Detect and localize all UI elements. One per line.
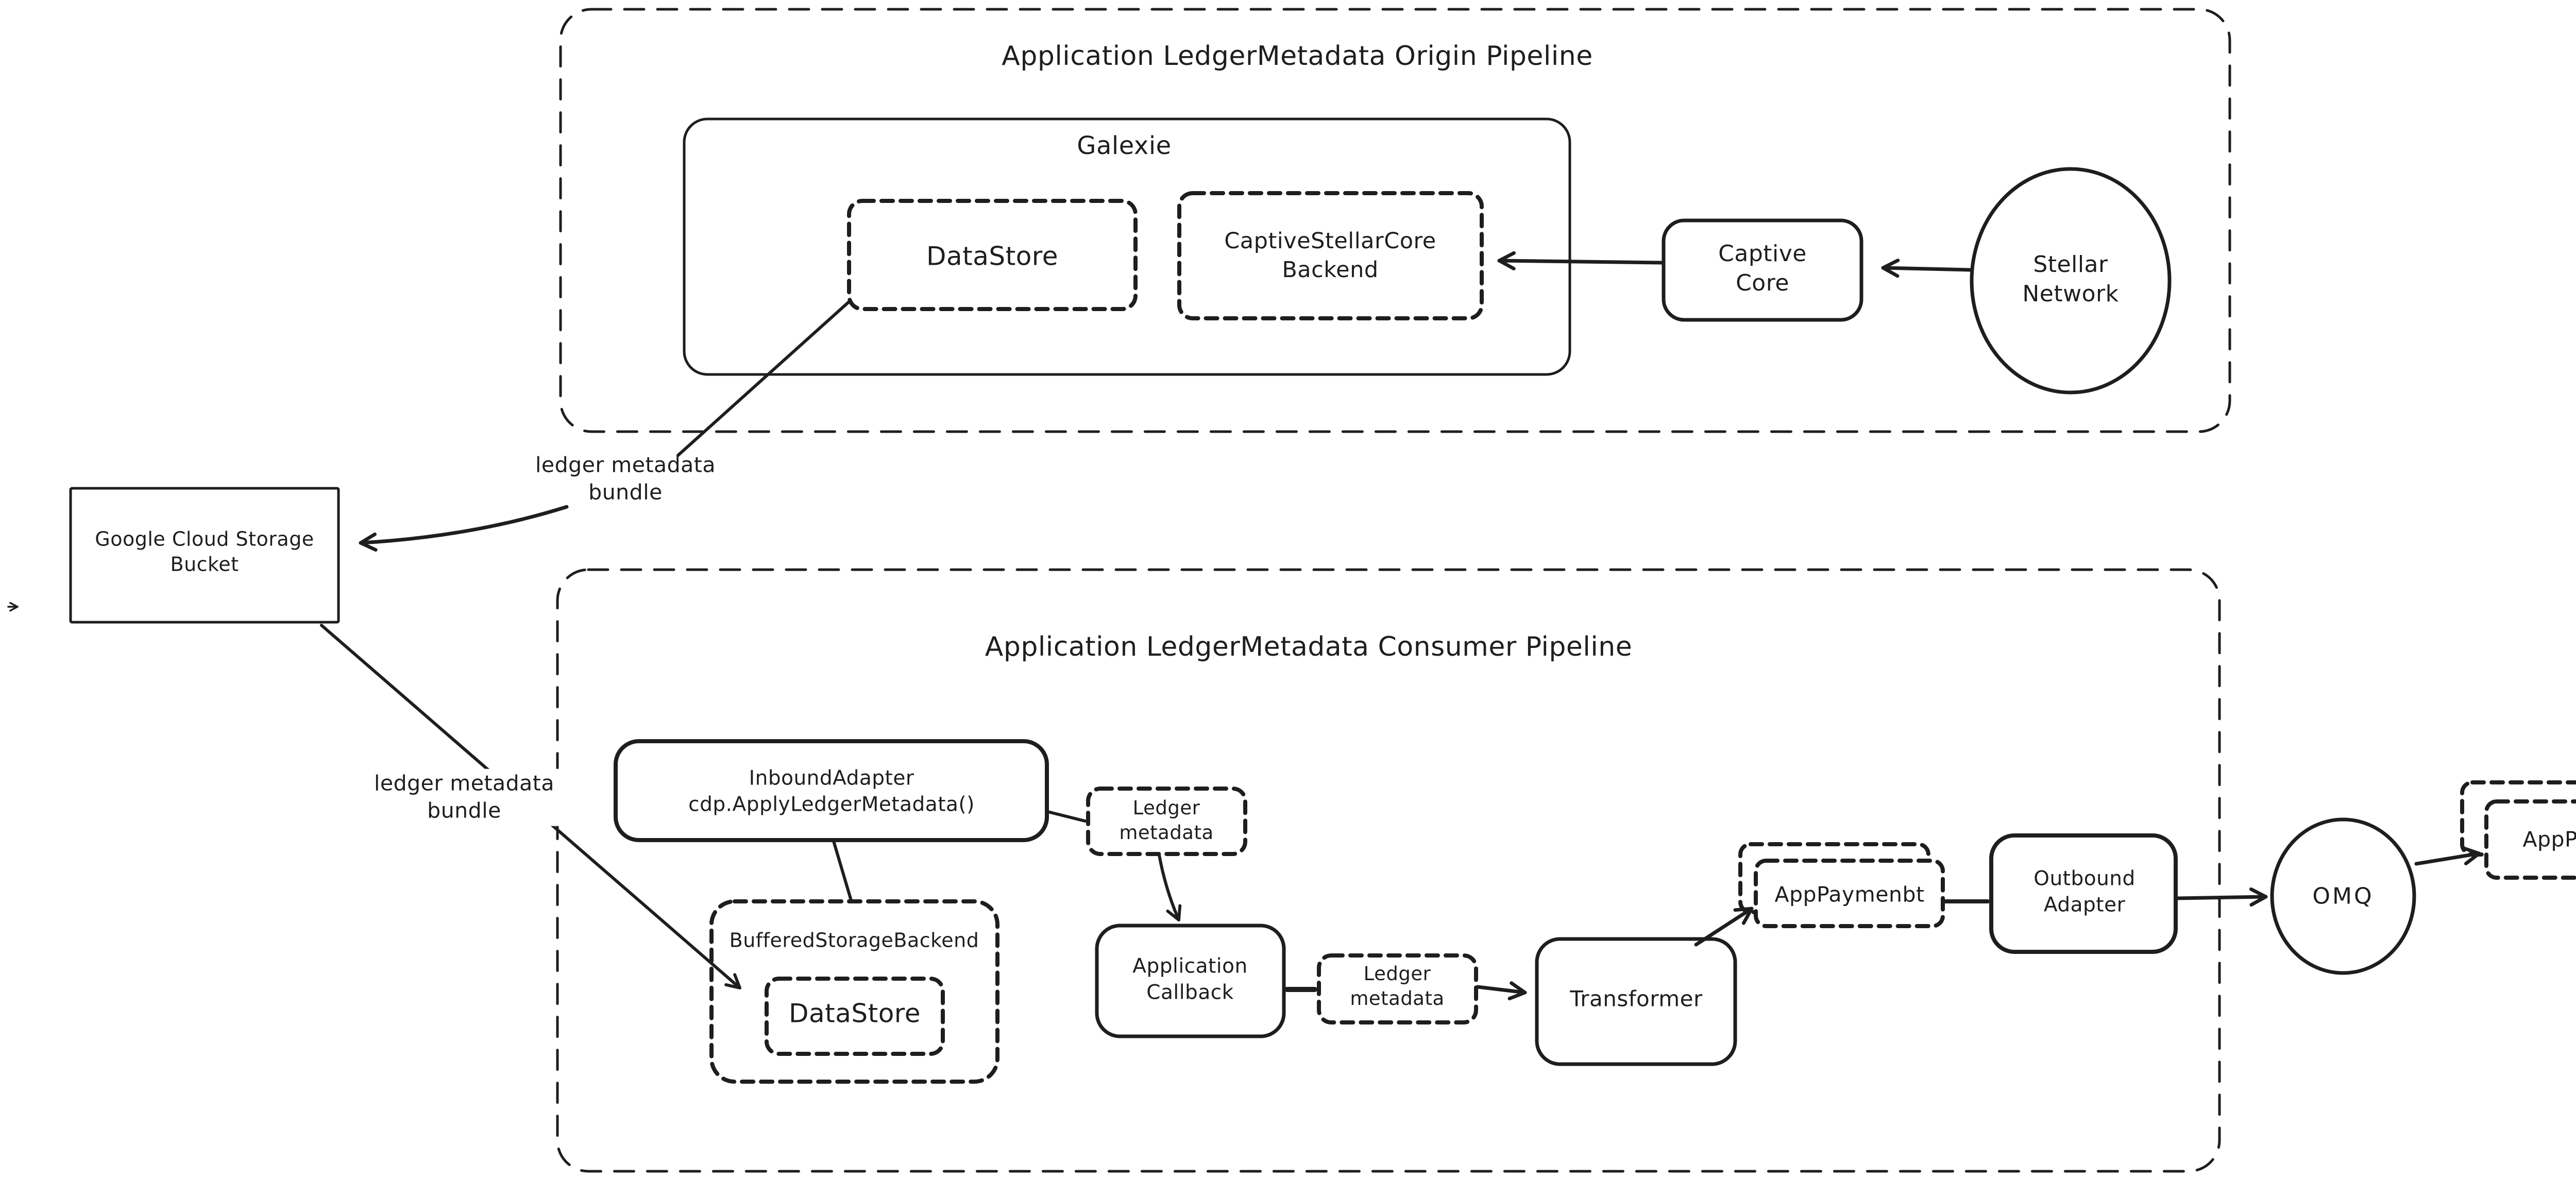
google-cloud-storage-bucket-line2: Bucket bbox=[170, 553, 239, 576]
ledger-metadata-bundle-consumer-line1: ledger metadata bbox=[374, 771, 554, 796]
google-cloud-storage-bucket-label: Google Cloud Storage Bucket bbox=[95, 527, 314, 578]
app-paymenbt-2-stack-front bbox=[2484, 799, 2576, 880]
edge-outbound-adapter-to-omq bbox=[2175, 887, 2268, 907]
consumer-pipeline-title: Application LedgerMetadata Consumer Pipe… bbox=[985, 631, 1633, 663]
outbound-adapter-label: Outbound Adapter bbox=[2033, 866, 2136, 918]
ledger-metadata-bundle-origin-line1: ledger metadata bbox=[535, 452, 716, 477]
inbound-adapter-line1: InboundAdapter bbox=[749, 766, 914, 790]
application-callback-box bbox=[1095, 924, 1286, 1038]
datastore-origin-box bbox=[847, 199, 1138, 311]
inbound-adapter-box bbox=[614, 739, 1049, 842]
app-paymenbt-label: AppPaymenbt bbox=[1774, 882, 1925, 907]
stellar-network-line1: Stellar bbox=[2033, 251, 2108, 278]
transformer-label: Transformer bbox=[1570, 986, 1703, 1012]
ledger-metadata-in-label: Ledger metadata bbox=[1119, 796, 1213, 845]
galexie-label: Galexie bbox=[1077, 131, 1172, 160]
origin-pipeline-title: Application LedgerMetadata Origin Pipeli… bbox=[1002, 41, 1593, 72]
ledger-metadata-out-line1: Ledger bbox=[1363, 962, 1431, 985]
captive-core-line2: Core bbox=[1736, 270, 1789, 296]
buffered-storage-backend-label: BufferedStorageBackend bbox=[729, 929, 979, 952]
omq-label: OMQ bbox=[2312, 883, 2374, 910]
origin-pipeline-frame bbox=[559, 8, 2231, 433]
datastore-origin-label: DataStore bbox=[926, 241, 1059, 271]
ledger-metadata-in-line2: metadata bbox=[1119, 822, 1214, 844]
galexie-box bbox=[683, 117, 1571, 376]
ledger-metadata-out-label: Ledger metadata bbox=[1350, 962, 1444, 1011]
captive-stellar-core-backend-label: CaptiveStellarCore Backend bbox=[1224, 227, 1436, 285]
omq-ellipse bbox=[2270, 817, 2416, 975]
captive-stellar-core-backend-line1: CaptiveStellarCore bbox=[1224, 228, 1436, 254]
outbound-adapter-box bbox=[1989, 833, 2178, 954]
ledger-metadata-out-line2: metadata bbox=[1350, 987, 1445, 1010]
google-cloud-storage-bucket-line1: Google Cloud Storage bbox=[95, 527, 314, 551]
transformer-box bbox=[1535, 937, 1737, 1066]
application-callback-label: Application Callback bbox=[1132, 953, 1247, 1005]
edge-inbound-adapter-to-buffered-storage bbox=[832, 840, 853, 902]
edge-datastore-to-bundle-label bbox=[676, 299, 852, 457]
edge-ledger-metadata-to-application-callback bbox=[1158, 853, 1182, 921]
stellar-network-ellipse bbox=[1970, 167, 2172, 395]
ledger-metadata-in-line1: Ledger bbox=[1132, 796, 1200, 819]
captive-core-box bbox=[1662, 218, 1863, 322]
edge-inbound-adapter-to-ledger-metadata bbox=[1046, 810, 1087, 823]
app-paymenbt-2-label: AppPaymenbt bbox=[2522, 827, 2576, 852]
edge-ledger-metadata-to-transformer bbox=[1476, 981, 1527, 1001]
captive-core-line1: Captive bbox=[1718, 240, 1807, 267]
datastore-consumer-label: DataStore bbox=[788, 998, 921, 1029]
ledger-metadata-out-box bbox=[1317, 953, 1478, 1024]
edge-omq-to-app-paymenbt-2 bbox=[2414, 846, 2481, 866]
consumer-pipeline-frame bbox=[556, 568, 2221, 1173]
inbound-adapter-label: InboundAdapter cdp.ApplyLedgerMetadata() bbox=[688, 765, 975, 817]
application-callback-line1: Application bbox=[1132, 954, 1248, 978]
google-cloud-storage-bucket-box bbox=[69, 487, 340, 624]
ledger-metadata-bundle-label-consumer: ledger metadata bundle bbox=[367, 768, 562, 826]
captive-stellar-core-backend-line2: Backend bbox=[1282, 257, 1379, 283]
outbound-adapter-line2: Adapter bbox=[2043, 893, 2126, 916]
buffered-storage-backend-box bbox=[709, 899, 999, 1084]
stellar-network-label: Stellar Network bbox=[2022, 250, 2119, 309]
app-paymenbt-stack-front bbox=[1754, 859, 1945, 928]
edge-bundle-label-to-bucket bbox=[359, 505, 569, 552]
datastore-consumer-box bbox=[765, 977, 945, 1056]
inbound-adapter-line2: cdp.ApplyLedgerMetadata() bbox=[688, 793, 975, 816]
ledger-metadata-in-box bbox=[1086, 787, 1247, 856]
outbound-adapter-line1: Outbound bbox=[2033, 867, 2136, 891]
stellar-network-line2: Network bbox=[2022, 281, 2119, 307]
edge-stellar-network-to-captive-core bbox=[1881, 259, 1973, 278]
edge-captive-core-to-backend bbox=[1497, 251, 1664, 270]
application-callback-line2: Callback bbox=[1146, 981, 1234, 1004]
edge-transformer-to-app-paymenbt bbox=[1694, 907, 1754, 947]
captive-stellar-core-backend-box bbox=[1177, 191, 1484, 320]
ledger-metadata-bundle-consumer-line2: bundle bbox=[427, 798, 501, 823]
ledger-metadata-bundle-origin-line2: bundle bbox=[588, 480, 663, 505]
captive-core-label: Captive Core bbox=[1718, 239, 1807, 298]
ledger-metadata-bundle-label-origin: ledger metadata bundle bbox=[535, 452, 716, 507]
